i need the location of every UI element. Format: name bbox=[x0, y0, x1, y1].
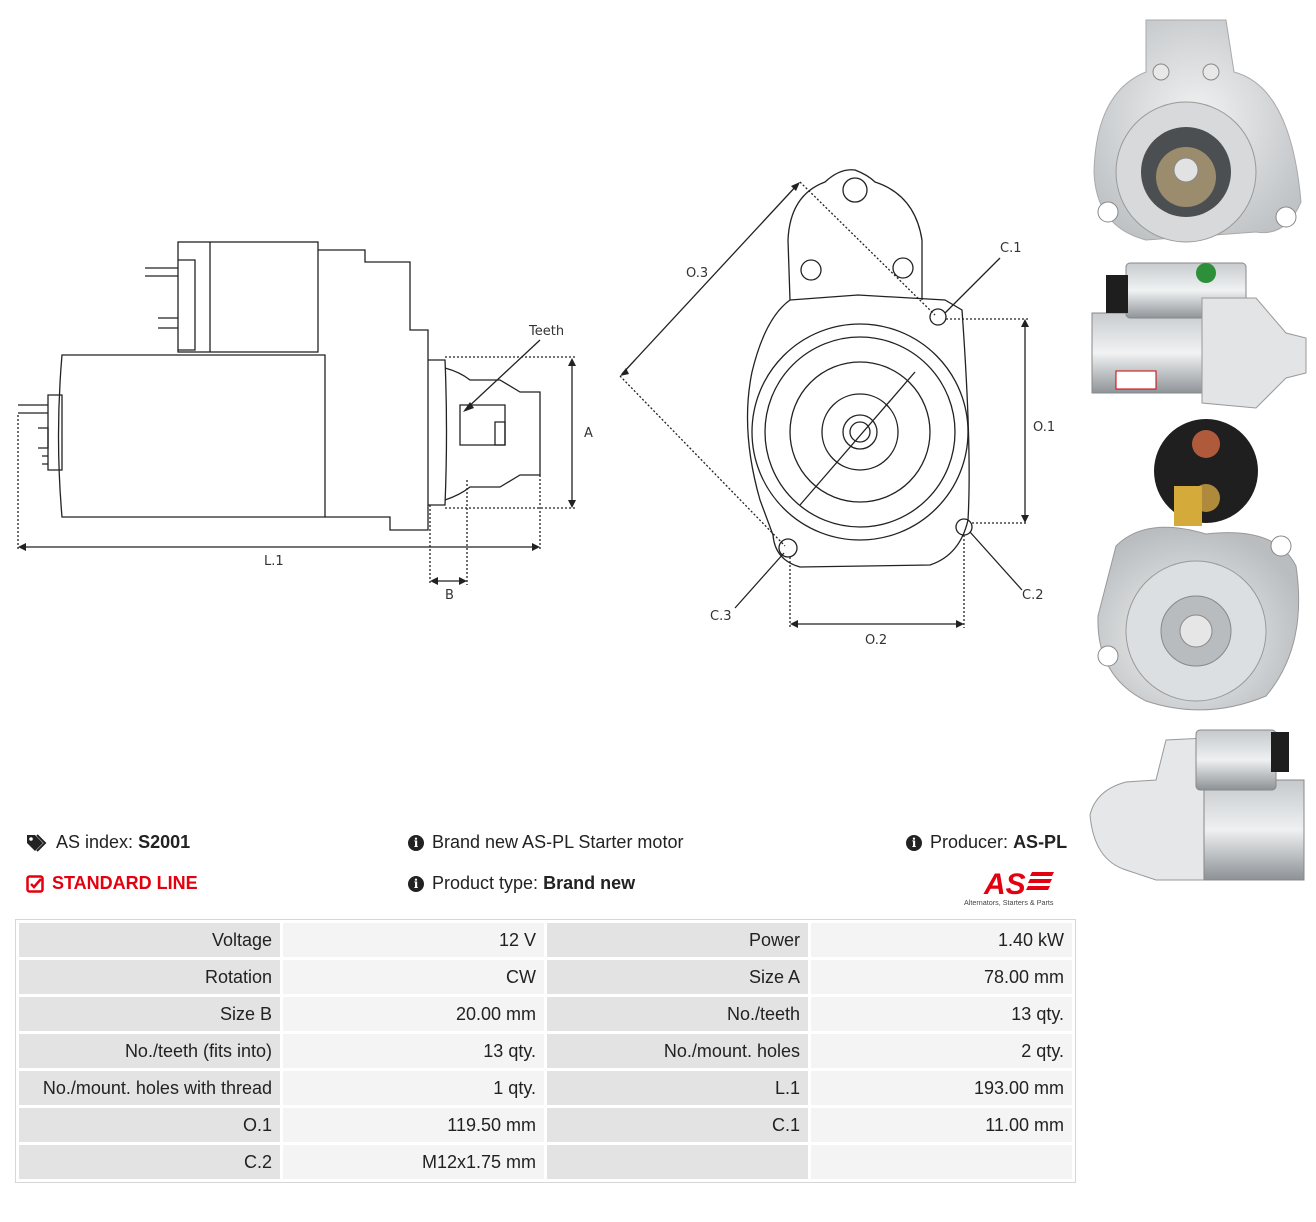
standard-line-row: STANDARD LINE bbox=[26, 873, 198, 894]
spec-value: 13 qty. bbox=[280, 1031, 547, 1071]
producer-label: Producer: bbox=[930, 832, 1009, 852]
spec-value: M12x1.75 mm bbox=[280, 1142, 547, 1182]
spec-value: 78.00 mm bbox=[808, 957, 1075, 997]
dim-o2-label: O.2 bbox=[865, 633, 887, 648]
front-view-photo[interactable] bbox=[1086, 12, 1310, 252]
spec-key: No./mount. holes with thread bbox=[16, 1068, 283, 1108]
technical-drawing: Teeth A L.1 B O.1 O.2 O.3 C.1 C.2 C.3 bbox=[17, 169, 1055, 648]
logo-text: AS bbox=[983, 868, 1026, 901]
table-row: Rotation CW Size A 78.00 mm bbox=[16, 957, 1075, 997]
checkbox-icon bbox=[26, 874, 44, 893]
spec-value bbox=[808, 1142, 1075, 1182]
as-index-label: AS index: bbox=[56, 832, 134, 852]
product-photos bbox=[1086, 8, 1310, 888]
dim-l1-label: L.1 bbox=[264, 554, 284, 569]
teeth-label: Teeth bbox=[528, 324, 564, 339]
producer-row: i Producer: AS-PL bbox=[906, 832, 1067, 853]
rear-view-photo[interactable] bbox=[1086, 416, 1310, 716]
as-pl-logo[interactable]: AS Alternators, Starters & Parts bbox=[964, 864, 1068, 908]
motor-body-outline bbox=[57, 354, 326, 518]
spec-key: O.1 bbox=[16, 1105, 283, 1145]
spec-value: 11.00 mm bbox=[808, 1105, 1075, 1145]
info-icon: i bbox=[906, 834, 922, 851]
spec-key: C.2 bbox=[16, 1142, 283, 1182]
product-type-label: Product type: bbox=[432, 873, 539, 893]
dim-o3-label: O.3 bbox=[686, 266, 708, 281]
producer-value: AS-PL bbox=[1013, 832, 1068, 852]
spec-value: 2 qty. bbox=[808, 1031, 1075, 1071]
dim-c1-label: C.1 bbox=[1000, 241, 1021, 256]
as-index-value: S2001 bbox=[138, 832, 191, 852]
table-row: C.2 M12x1.75 mm bbox=[16, 1142, 1075, 1182]
spec-key: Power bbox=[544, 920, 811, 960]
dimension-drawing-svg: Teeth A L.1 B O.1 O.2 O.3 C.1 C.2 C.3 bbox=[17, 169, 1055, 648]
dim-o1-label: O.1 bbox=[1033, 420, 1055, 435]
side-view-photo[interactable] bbox=[1086, 253, 1310, 413]
logo-subtitle: Alternators, Starters & Parts bbox=[964, 898, 1054, 907]
dim-a-label: A bbox=[584, 426, 593, 441]
spec-value: CW bbox=[280, 957, 547, 997]
table-row: No./mount. holes with thread 1 qty. L.1 … bbox=[16, 1068, 1075, 1108]
table-row: Size B 20.00 mm No./teeth 13 qty. bbox=[16, 994, 1075, 1034]
as-index-row: AS index: S2001 bbox=[26, 832, 190, 853]
spec-value: 13 qty. bbox=[808, 994, 1075, 1034]
table-row: No./teeth (fits into) 13 qty. No./mount.… bbox=[16, 1031, 1075, 1071]
product-type-row: i Product type: Brand new bbox=[408, 873, 635, 894]
table-row: Voltage 12 V Power 1.40 kW bbox=[16, 920, 1075, 960]
spec-key: No./teeth (fits into) bbox=[16, 1031, 283, 1071]
spec-key: C.1 bbox=[544, 1105, 811, 1145]
spec-value: 1 qty. bbox=[280, 1068, 547, 1108]
spec-key: No./mount. holes bbox=[544, 1031, 811, 1071]
spec-key: Size B bbox=[16, 994, 283, 1034]
solenoid-outline bbox=[177, 241, 319, 353]
brand-text: Brand new AS-PL Starter motor bbox=[432, 832, 684, 852]
table-row: O.1 119.50 mm C.1 11.00 mm bbox=[16, 1105, 1075, 1145]
side-view-photo-2[interactable] bbox=[1086, 720, 1310, 890]
spec-value: 119.50 mm bbox=[280, 1105, 547, 1145]
spec-value: 193.00 mm bbox=[808, 1068, 1075, 1108]
spec-key bbox=[544, 1142, 811, 1182]
product-type-value: Brand new bbox=[543, 873, 636, 893]
tags-icon bbox=[26, 833, 48, 852]
flange-outline bbox=[746, 294, 970, 568]
specifications-table: Voltage 12 V Power 1.40 kW Rotation CW S… bbox=[15, 919, 1076, 1183]
dim-c2-label: C.2 bbox=[1022, 588, 1043, 603]
spec-key: No./teeth bbox=[544, 994, 811, 1034]
info-icon: i bbox=[408, 834, 424, 851]
spec-key: L.1 bbox=[544, 1068, 811, 1108]
dim-b-label: B bbox=[445, 588, 454, 603]
dim-c3-label: C.3 bbox=[710, 609, 731, 624]
spec-key: Size A bbox=[544, 957, 811, 997]
standard-line-label: STANDARD LINE bbox=[52, 873, 198, 893]
spec-value: 1.40 kW bbox=[808, 920, 1075, 960]
spec-value: 20.00 mm bbox=[280, 994, 547, 1034]
spec-key: Voltage bbox=[16, 920, 283, 960]
info-icon: i bbox=[408, 875, 424, 892]
brand-row: i Brand new AS-PL Starter motor bbox=[408, 832, 683, 853]
spec-key: Rotation bbox=[16, 957, 283, 997]
spec-value: 12 V bbox=[280, 920, 547, 960]
